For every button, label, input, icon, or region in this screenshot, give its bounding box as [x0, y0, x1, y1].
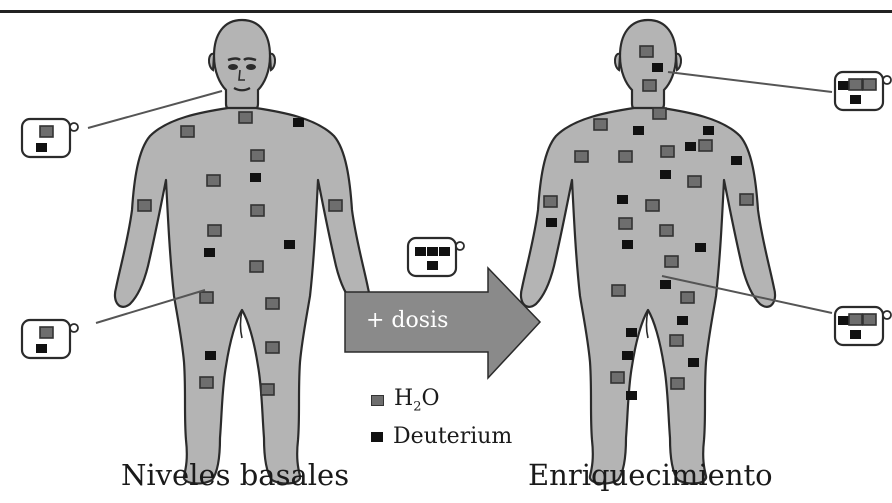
- caption-enrichment: Enriquecimiento: [528, 458, 773, 492]
- figure-basal-levels: [115, 20, 369, 483]
- top-rule: [0, 10, 892, 13]
- legend-deuterium: Deuterium: [371, 424, 512, 449]
- sample-device-right-bottom: [835, 307, 891, 345]
- device-line-right-top: [668, 72, 832, 92]
- sample-device-right-top: [835, 72, 891, 110]
- caption-basal-levels: Niveles basales: [121, 458, 349, 492]
- arrow-label: + dosis: [366, 308, 448, 333]
- legend-deuterium-label: Deuterium: [393, 424, 512, 449]
- sample-device-left-bottom: [22, 320, 78, 358]
- sample-device-dose: [408, 238, 464, 276]
- deuterium-marker-icon: [371, 432, 383, 442]
- legend-water: H2O: [371, 386, 440, 414]
- water-marker-icon: [371, 395, 384, 406]
- legend-water-label: H2O: [394, 386, 440, 414]
- sample-device-left-top: [22, 119, 78, 157]
